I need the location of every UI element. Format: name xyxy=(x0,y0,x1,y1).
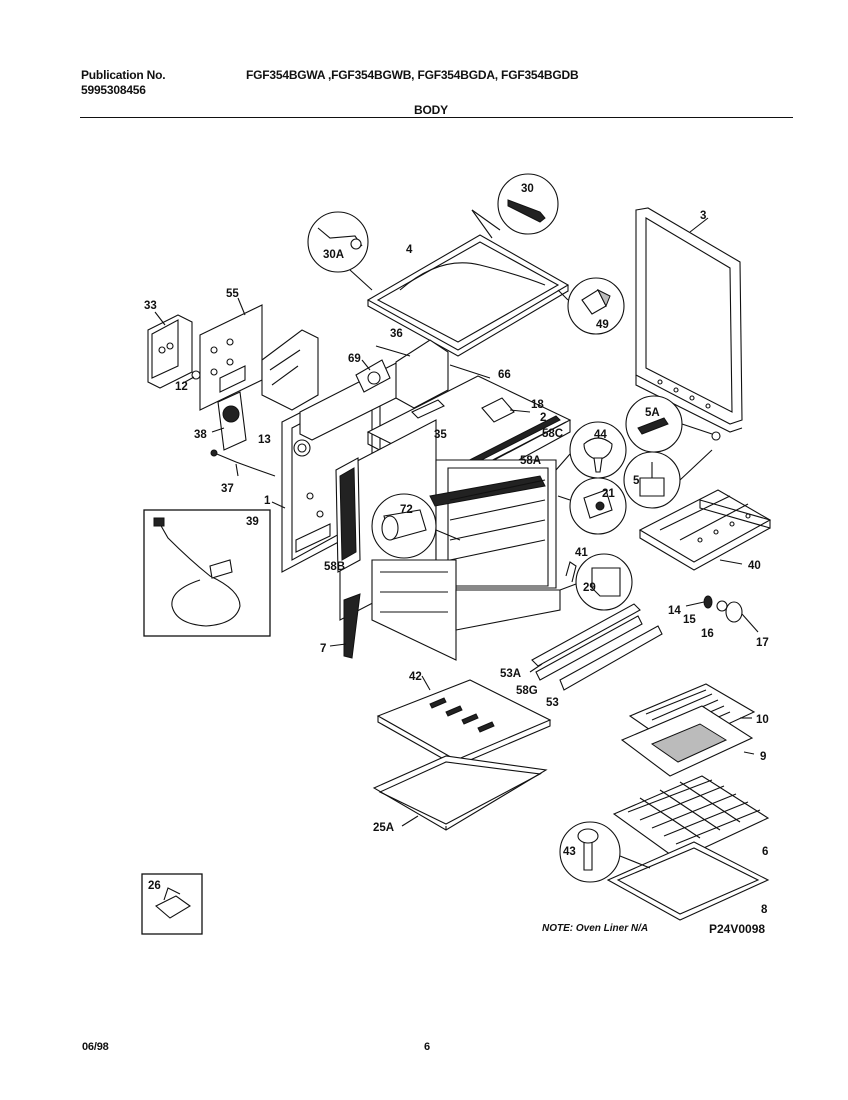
callout-circle-30 xyxy=(471,173,559,239)
callout-circle-5A xyxy=(625,395,721,453)
callout-label-13: 13 xyxy=(258,434,271,446)
callout-label-58C: 58C xyxy=(542,428,563,440)
callout-circle-44 xyxy=(555,421,627,479)
knob-assembly-part xyxy=(685,595,759,633)
callout-label-35: 35 xyxy=(434,429,447,441)
callout-label-9: 9 xyxy=(760,751,766,763)
power-cord-39-box xyxy=(143,509,271,637)
callout-circle-72 xyxy=(371,493,461,559)
callout-label-30A: 30A xyxy=(323,249,344,261)
rear-cabinet-panel-part xyxy=(261,329,319,411)
oven-bottom-8-part xyxy=(606,841,770,921)
callout-label-7: 7 xyxy=(320,643,326,655)
screw-12-part xyxy=(184,370,201,383)
callout-label-69: 69 xyxy=(348,353,361,365)
callout-label-58G: 58G xyxy=(516,685,538,697)
callout-label-4: 4 xyxy=(406,244,413,256)
callout-label-49: 49 xyxy=(596,319,609,331)
callout-circle-21 xyxy=(557,477,627,535)
page-number: 6 xyxy=(424,1041,430,1053)
callout-label-37: 37 xyxy=(221,483,234,495)
insulation-58B-part xyxy=(335,457,361,573)
callout-circle-30A xyxy=(307,211,373,291)
diagram-code: P24V0098 xyxy=(709,922,765,936)
callout-circle-43 xyxy=(559,821,651,883)
wire-37-part xyxy=(210,449,276,477)
callout-label-72: 72 xyxy=(400,504,413,516)
drawer-25A-part xyxy=(372,755,548,831)
callout-label-21: 21 xyxy=(602,488,615,500)
oven-liner-note: NOTE: Oven Liner N/A xyxy=(542,923,648,934)
section-title: BODY xyxy=(414,103,448,117)
callout-label-25A: 25A xyxy=(373,822,394,834)
bottom-panel-42-part xyxy=(376,675,552,767)
callout-label-44: 44 xyxy=(594,429,607,441)
callout-label-66: 66 xyxy=(498,369,511,381)
callout-label-33: 33 xyxy=(144,300,157,312)
manifold-part xyxy=(299,339,491,441)
top-panel-part xyxy=(366,234,570,357)
oven-rack-6-part xyxy=(612,775,770,861)
drawer-rails-part xyxy=(529,603,663,691)
callout-circle-5 xyxy=(623,449,713,509)
part-26-box xyxy=(141,873,203,935)
callout-label-53A: 53A xyxy=(500,668,521,680)
callout-label-55: 55 xyxy=(226,288,239,300)
model-numbers: FGF354BGWA ,FGF354BGWB, FGF354BGDA, FGF3… xyxy=(246,68,579,82)
callout-label-8: 8 xyxy=(761,904,768,916)
callout-label-36: 36 xyxy=(390,328,403,340)
callout-label-42: 42 xyxy=(409,671,422,683)
broiler-40-part xyxy=(638,489,772,571)
clip-41-part xyxy=(565,561,577,583)
callout-circle-49 xyxy=(557,277,625,335)
callout-label-38: 38 xyxy=(194,429,207,441)
callout-label-1: 1 xyxy=(264,495,271,507)
callout-label-43: 43 xyxy=(563,846,576,858)
callout-label-18: 18 xyxy=(531,399,544,411)
broiler-pan-9-part xyxy=(620,705,755,777)
callout-label-40: 40 xyxy=(748,560,761,572)
callout-label-39: 39 xyxy=(246,516,259,528)
callout-label-10: 10 xyxy=(756,714,769,726)
callout-label-41: 41 xyxy=(575,547,588,559)
panel-38-part xyxy=(211,391,247,451)
latch-7-part xyxy=(329,593,361,659)
publication-number: 5995308456 xyxy=(81,83,146,97)
callout-label-58B: 58B xyxy=(324,561,345,573)
footer-date: 06/98 xyxy=(82,1041,109,1053)
callout-label-5: 5 xyxy=(633,475,640,487)
callout-label-15: 15 xyxy=(683,614,696,626)
callout-label-14: 14 xyxy=(668,605,681,617)
callout-label-53: 53 xyxy=(546,697,559,709)
header-rule xyxy=(80,117,793,118)
callout-label-17: 17 xyxy=(756,637,769,649)
callout-label-58A: 58A xyxy=(520,455,541,467)
publication-label: Publication No. xyxy=(81,68,166,82)
callout-label-30: 30 xyxy=(521,183,534,195)
back-panel-part xyxy=(635,207,743,433)
bracket-33-part xyxy=(147,311,193,389)
callout-label-3: 3 xyxy=(700,210,706,222)
rear-panel-55-part xyxy=(199,297,263,411)
callout-circle-29 xyxy=(559,553,633,611)
callout-label-16: 16 xyxy=(701,628,714,640)
callout-label-12: 12 xyxy=(175,381,188,393)
callout-label-29: 29 xyxy=(583,582,596,594)
callout-label-5A: 5A xyxy=(645,407,660,419)
callout-label-26: 26 xyxy=(148,880,161,892)
callout-label-6: 6 xyxy=(762,846,768,858)
callout-label-2: 2 xyxy=(540,412,546,424)
